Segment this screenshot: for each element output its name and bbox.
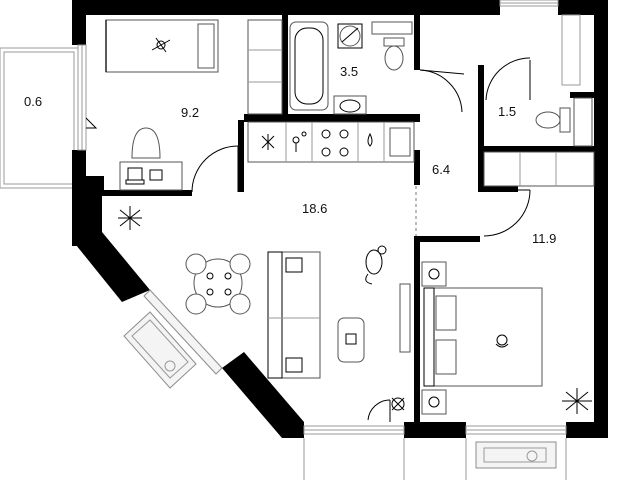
bottom-wall-mid (404, 422, 466, 438)
door-arc-bedroom (191, 145, 239, 193)
area-labels: 0.6 9.2 3.5 1.5 6.4 18.6 11.9 (24, 64, 556, 246)
wc-cabinet (573, 97, 593, 147)
door-arc-bath (419, 69, 463, 113)
pillow-1 (435, 295, 457, 331)
wc-left-partition (478, 65, 484, 190)
toilet-bath (384, 45, 404, 71)
chair-3 (185, 293, 207, 315)
fridge-icon (261, 134, 275, 150)
door-arc-wc (485, 57, 531, 101)
area-label-hallway: 6.4 (432, 162, 450, 177)
plant-diagonal-icon (164, 360, 176, 372)
small-bedroom-furniture (85, 19, 283, 193)
balcony-inner-outline (3, 51, 75, 185)
living-room (118, 206, 411, 422)
diagonal-wall-lower (222, 352, 304, 438)
chair-1 (185, 253, 207, 275)
shelf-bath (371, 21, 413, 35)
books-icon (149, 169, 163, 181)
plant-icon (526, 450, 538, 462)
nightstand-2 (421, 389, 447, 415)
hall-kitchen-stub (414, 150, 420, 185)
sofa (267, 251, 321, 379)
area-label-living-kitchen: 18.6 (302, 201, 327, 216)
area-label-balcony: 0.6 (24, 94, 42, 109)
soap-icon (367, 132, 373, 147)
balcony-outline (0, 47, 79, 189)
cushion-2 (285, 357, 303, 373)
balcony (0, 47, 79, 189)
area-label-bedroom-small: 9.2 (181, 105, 199, 120)
exterior-ledges (123, 14, 581, 480)
kitchen-top-partition (244, 114, 420, 122)
bedroom-bottom-partition (86, 190, 192, 196)
desk (119, 161, 183, 191)
tv-unit (399, 283, 411, 353)
coffee-table (337, 317, 365, 363)
wc-fixtures (483, 57, 595, 187)
balcony-door-handle (85, 117, 98, 129)
bottom-wall-left (282, 422, 304, 438)
bedroom-main-left-partition (414, 236, 420, 422)
right-wall (594, 0, 608, 438)
cooktop-icon (321, 129, 349, 157)
plant-bedroom-icon (562, 388, 592, 414)
planter-diagonal (123, 311, 197, 389)
cat-icon (365, 245, 387, 285)
toy-icon (151, 37, 171, 53)
plant-living-icon (118, 206, 142, 230)
bathtub (289, 21, 329, 111)
nightstand-1 (421, 261, 447, 287)
bath-right-partition (414, 15, 420, 70)
plant-entry-icon (391, 397, 405, 411)
area-label-bedroom-main: 11.9 (532, 231, 556, 246)
dining-table (193, 258, 243, 308)
moon-icon (495, 334, 509, 348)
main-bedroom (421, 261, 592, 415)
top-wall (72, 0, 500, 15)
wc-bottom-partition (484, 146, 594, 152)
kitchen (247, 121, 415, 163)
chair-2 (229, 253, 251, 275)
toilet-wc (535, 111, 561, 129)
windows (77, 0, 567, 435)
desk-chair (131, 127, 161, 159)
area-label-bathroom: 3.5 (340, 64, 358, 79)
bathroom-fixtures (289, 21, 465, 115)
diagonal-wall-upper (72, 232, 150, 302)
pillow (197, 23, 215, 69)
pillow-2 (435, 339, 457, 375)
hallway (415, 186, 531, 237)
bath-left-partition (282, 15, 288, 120)
area-label-wc: 1.5 (498, 104, 516, 119)
left-wall-upper (72, 0, 86, 45)
chair-4 (229, 293, 251, 315)
utensils-icon (292, 131, 307, 152)
wardrobe (247, 19, 283, 115)
window-diagonal (143, 289, 223, 375)
cushion-1 (285, 257, 303, 273)
planter-bottom-right (475, 441, 557, 469)
bedroom-main-top-stub (478, 186, 518, 192)
wc-shelf (570, 92, 594, 98)
door-arc-entry (367, 399, 391, 421)
hall-wardrobe (483, 151, 595, 187)
walls (72, 0, 608, 438)
bedroom-right-partition (238, 120, 244, 192)
kitchen-sink (389, 127, 411, 157)
door-arc-main-bedroom (483, 189, 531, 237)
ledge-top-right (561, 14, 581, 86)
bedroom-main-top-partition (414, 236, 480, 242)
sink-bath (333, 95, 367, 115)
kitchen-counter (247, 121, 415, 163)
